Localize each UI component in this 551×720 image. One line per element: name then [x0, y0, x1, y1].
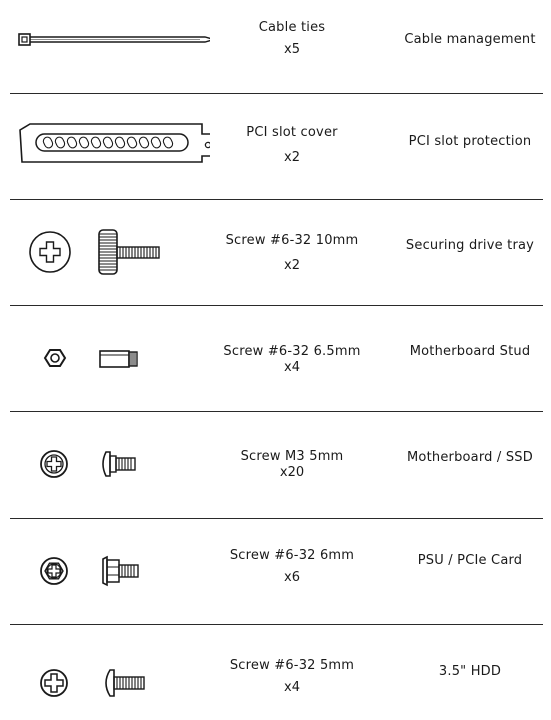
item-usage: Motherboard / SSD — [407, 450, 533, 465]
item-qty: x2 — [284, 150, 300, 165]
item-usage: Securing drive tray — [405, 238, 535, 253]
item-qty: x4 — [284, 360, 300, 375]
item-name: Screw #6-32 6.5mm — [223, 344, 361, 359]
list-item: Screw #6-32 6mm x6 PSU / PCIe Card — [0, 519, 551, 624]
divider — [10, 518, 543, 519]
item-usage: Cable management — [404, 32, 536, 47]
divider — [10, 199, 543, 200]
item-qty: x5 — [284, 42, 300, 57]
hex-washer-screw-icon — [10, 519, 210, 624]
list-item: Screw #6-32 6.5mm x4 Motherboard Stud — [0, 306, 551, 411]
item-usage: Motherboard Stud — [409, 344, 531, 359]
item-qty: x20 — [279, 465, 305, 480]
cable-tie-icon — [10, 0, 210, 93]
item-usage: PSU / PCIe Card — [417, 553, 523, 568]
item-name: Screw #6-32 5mm — [229, 658, 355, 673]
item-qty: x2 — [284, 258, 300, 273]
item-usage: PCI slot protection — [408, 134, 532, 149]
item-name: Screw #6-32 10mm — [225, 233, 359, 248]
divider — [10, 305, 543, 306]
item-name: Screw M3 5mm — [240, 449, 344, 464]
list-item: PCI slot cover x2 PCI slot protection — [0, 94, 551, 199]
pci-slot-cover-icon — [10, 94, 210, 199]
list-item: Screw #6-32 5mm x4 3.5" HDD — [0, 625, 551, 720]
list-item: Screw #6-32 10mm x2 Securing drive tray — [0, 200, 551, 305]
standoff-icon — [10, 306, 210, 411]
divider — [10, 93, 543, 94]
divider — [10, 411, 543, 412]
item-name: PCI slot cover — [246, 125, 338, 140]
divider — [10, 624, 543, 625]
item-usage: 3.5" HDD — [438, 664, 502, 679]
item-qty: x6 — [284, 570, 300, 585]
item-qty: x4 — [284, 680, 300, 695]
list-item: Screw M3 5mm x20 Motherboard / SSD — [0, 412, 551, 518]
pan-head-screw-icon — [10, 625, 210, 720]
m3-screw-icon — [10, 412, 210, 518]
item-name: Cable ties — [258, 20, 326, 35]
item-name: Screw #6-32 6mm — [229, 548, 355, 563]
list-item: Cable ties x5 Cable management — [0, 0, 551, 93]
thumb-screw-icon — [10, 200, 210, 305]
